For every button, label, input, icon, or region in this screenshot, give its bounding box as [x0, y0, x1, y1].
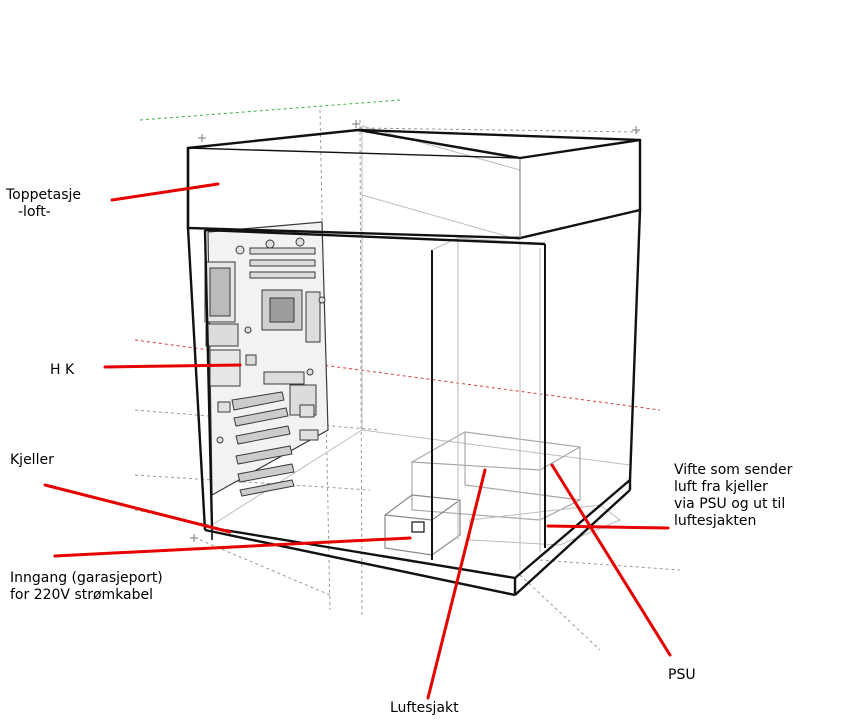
label-air-shaft: Luftesjakt [390, 700, 459, 716]
pointer-lines [43, 182, 672, 700]
label-hk: H K [50, 362, 75, 378]
pointer-fan [546, 524, 670, 530]
psu-box [411, 431, 581, 521]
pointer-inlet [53, 536, 412, 558]
label-top-floor: Toppetasje -loft- [6, 187, 81, 220]
pointer-top-floor [110, 182, 220, 202]
pointer-basement [43, 483, 232, 534]
pointer-hk [103, 363, 242, 369]
case-outline [186, 128, 642, 597]
label-inlet: Inngang (garasjeport) for 220V strømkabe… [10, 570, 163, 603]
label-basement: Kjeller [10, 452, 54, 468]
case-back-edges [211, 125, 631, 526]
label-fan: Vifte som sender luft fra kjeller via PS… [674, 462, 793, 529]
pointer-psu [550, 463, 672, 657]
motherboard [204, 221, 329, 497]
air-shaft [431, 237, 546, 570]
label-psu: PSU [668, 667, 696, 683]
corner-markers [190, 120, 640, 542]
pointer-shaft [426, 468, 487, 700]
inlet-box [384, 494, 461, 556]
